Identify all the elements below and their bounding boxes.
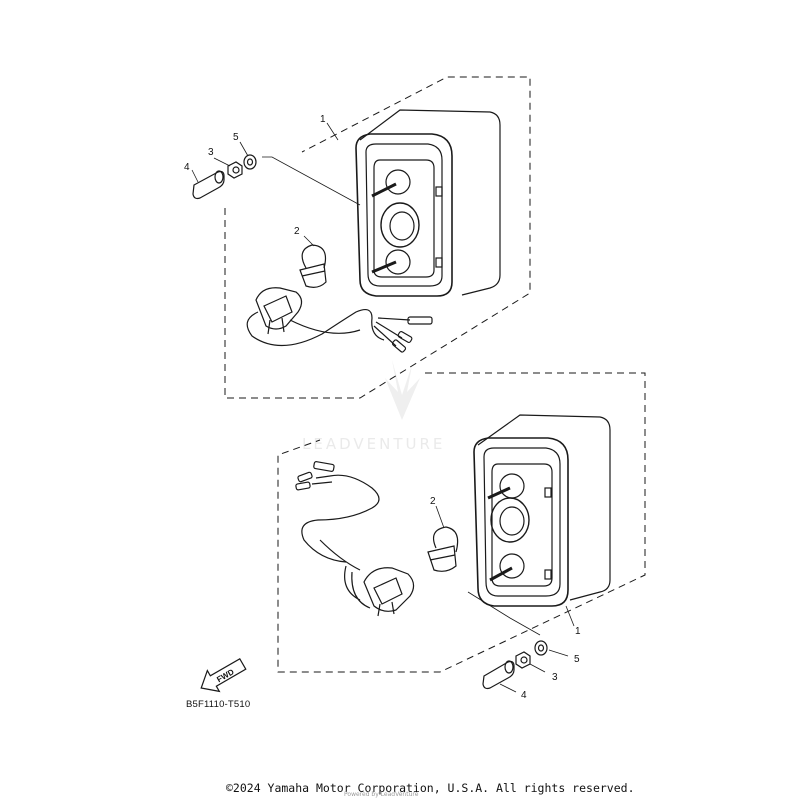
top-part-4-collar — [192, 170, 225, 200]
top-callout-3: 3 — [208, 147, 214, 158]
diagram-code: B5F1110-T510 — [186, 699, 251, 710]
bottom-part-4-collar — [482, 660, 515, 690]
bottom-part-2-bulb — [427, 526, 459, 572]
bottom-part-5-washer — [534, 640, 548, 656]
fwd-arrow-icon: FWD — [200, 657, 247, 693]
bottom-callout-5: 5 — [574, 654, 580, 665]
top-part-5-washer — [243, 154, 257, 170]
watermark-subtext: Powered by LeadVenture — [344, 791, 419, 798]
watermark-logo: LEADVENTURE — [302, 360, 445, 453]
watermark-text: LEADVENTURE — [302, 435, 445, 453]
top-tail-light-housing — [355, 109, 501, 297]
bottom-callout-1: 1 — [575, 626, 581, 637]
bottom-assembly — [277, 372, 646, 693]
top-socket-harness — [246, 287, 433, 353]
top-callout-5: 5 — [233, 132, 239, 143]
bottom-part-3-nut — [515, 651, 531, 669]
copyright-notice: ©2024 Yamaha Motor Corporation, U.S.A. A… — [226, 781, 635, 795]
bottom-callout-3: 3 — [552, 672, 558, 683]
top-callout-4: 4 — [184, 162, 190, 173]
top-callout-1: 1 — [320, 114, 326, 125]
bottom-callout-2: 2 — [430, 496, 436, 507]
top-callout-2: 2 — [294, 226, 300, 237]
top-part-2-bulb — [299, 244, 327, 288]
top-assembly — [191, 76, 531, 399]
bottom-tail-light-housing — [473, 414, 611, 607]
bottom-socket-harness — [295, 461, 415, 617]
top-part-3-nut — [227, 161, 243, 179]
bottom-callout-4: 4 — [521, 690, 527, 701]
